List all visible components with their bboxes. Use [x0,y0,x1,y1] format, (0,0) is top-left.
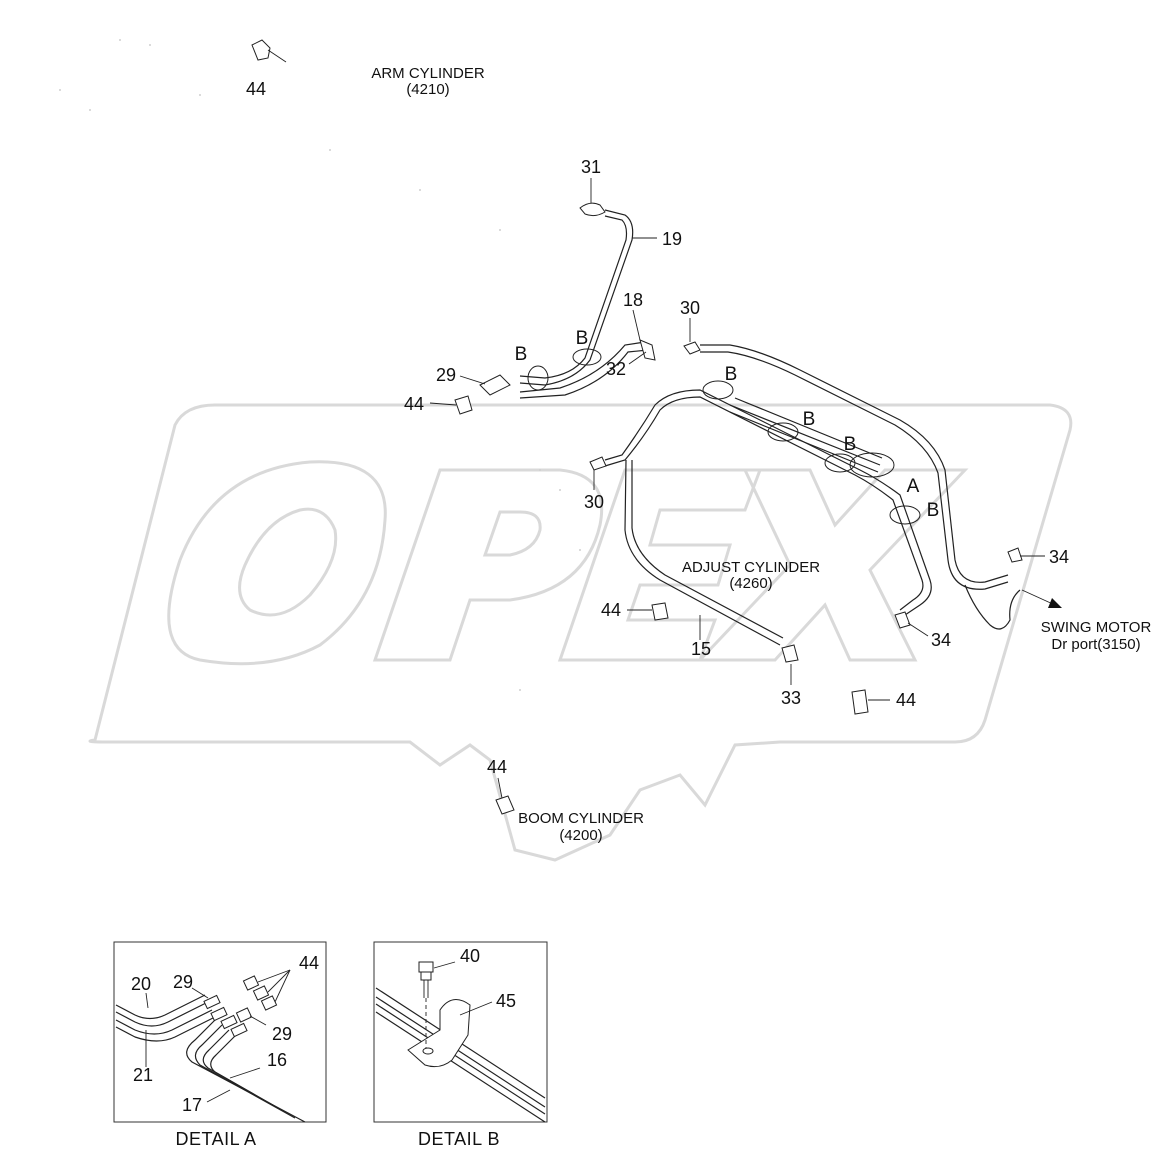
swing-motor-port: Dr port(3150) [1051,636,1140,653]
detail-a-callout-44: 44 [299,953,319,973]
fitting-29-group [479,374,511,396]
detail-a-panel: 20 29 44 29 21 16 17 [113,941,327,1123]
hose-assembly [519,209,1021,646]
watermark-letter-x [696,468,969,662]
marker-b-3: B [725,364,738,385]
callout-33: 33 [781,688,801,708]
fitting-34-right [1007,547,1023,563]
swing-motor-label: SWING MOTOR [1041,619,1152,636]
callout-34-right: 34 [1049,547,1069,567]
detail-a-callout-29b: 29 [272,1024,292,1044]
arm-cylinder-label: ARM CYLINDER [371,65,485,82]
marker-b-4: B [803,409,816,430]
boom-cylinder-code: (4200) [559,827,602,844]
marker-b-6: B [927,500,940,521]
fitting-30-mid [589,456,607,471]
arm-cylinder-code: (4210) [406,81,449,98]
detail-a-callout-29a: 29 [173,972,193,992]
boom-cylinder-label: BOOM CYLINDER [518,810,644,827]
detail-b-title: DETAIL B [418,1129,500,1149]
detail-b-panel: 40 45 [373,941,548,1123]
marker-b-2: B [515,344,528,365]
section-markers: B B B B B A B [515,328,940,521]
callout-32: 32 [606,359,626,379]
component-labels: ARM CYLINDER (4210) ADJUST CYLINDER (426… [371,65,1151,844]
detail-a-title: DETAIL A [175,1129,256,1149]
callout-44-boom: 44 [487,757,507,777]
detail-a-callout-16: 16 [267,1050,287,1070]
callout-18: 18 [623,290,643,310]
bolt-40 [418,961,434,1048]
fitting-30-top [683,341,701,355]
marker-b-5: B [844,434,857,455]
marker-a-1: A [907,476,920,497]
callout-19: 19 [662,229,682,249]
fitting-44-left [454,395,473,415]
watermark-letter-o [167,460,387,666]
leader-lines [267,49,1045,799]
fitting-44-lower [851,689,869,715]
callout-44-left: 44 [404,394,424,414]
marker-b-1: B [576,328,589,349]
callout-44-adjust: 44 [601,600,621,620]
detail-a-callout-20: 20 [131,974,151,994]
callout-34-lower: 34 [931,630,951,650]
adjust-cylinder-code: (4260) [729,575,772,592]
detail-b-callout-40: 40 [460,946,480,966]
scan-noise [59,39,581,691]
part-callouts: 44 31 19 18 30 32 29 44 30 34 34 44 15 3… [246,79,1069,777]
watermark-letter-p [372,468,604,662]
detail-b-callout-45: 45 [496,991,516,1011]
callout-29: 29 [436,365,456,385]
fitting-33 [781,644,799,663]
fitting-31 [579,202,606,217]
callout-31: 31 [581,157,601,177]
fitting-44-arm [251,39,271,61]
detail-a-fittings [203,975,278,1038]
fittings [251,39,1023,815]
callout-44-arm: 44 [246,79,266,99]
watermark-logo [88,403,1073,862]
fitting-44-boom [495,795,515,815]
detail-a-callout-21: 21 [133,1065,153,1085]
callout-15: 15 [691,639,711,659]
fitting-32 [639,339,656,361]
fitting-34-lower [894,611,911,629]
watermark-gear-outline [88,403,1073,862]
adjust-cylinder-label: ADJUST CYLINDER [682,559,820,576]
clamp-marks [527,348,921,525]
fitting-44-adjust [651,602,669,621]
callout-30-mid: 30 [584,492,604,512]
callout-30-top: 30 [680,298,700,318]
swing-motor-arrow [1021,589,1062,608]
callout-44-lower: 44 [896,690,916,710]
detail-a-callout-17: 17 [182,1095,202,1115]
